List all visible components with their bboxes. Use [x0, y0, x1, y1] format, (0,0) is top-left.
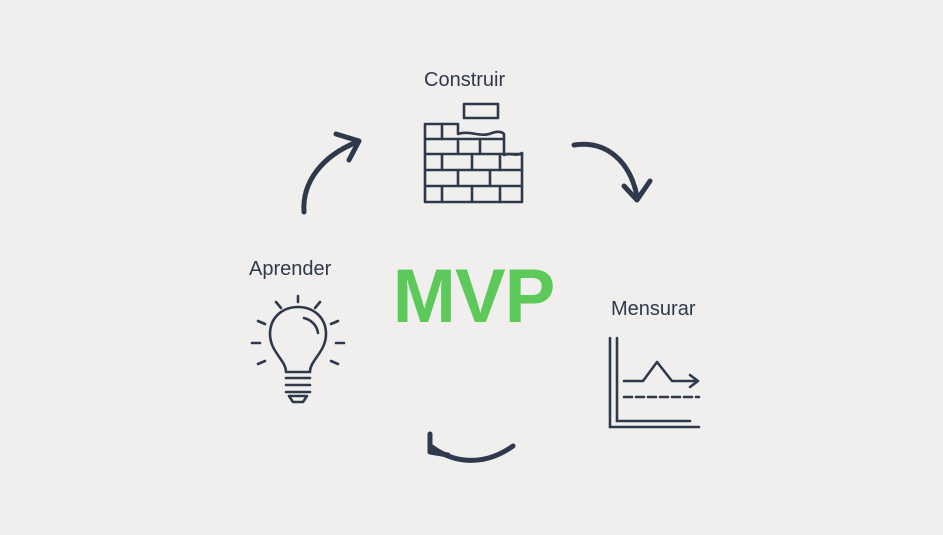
step-label-mensurar: Mensurar — [611, 298, 696, 320]
light-bulb-icon — [250, 294, 346, 404]
mvp-title: MVP — [392, 254, 556, 339]
arrow-learn-to-build — [301, 131, 362, 215]
step-label-aprender: Aprender — [249, 258, 332, 280]
step-label-construir: Construir — [424, 69, 506, 91]
brick-wall-icon — [423, 102, 524, 204]
arrow-build-to-measure — [571, 141, 653, 203]
arrow-measure-to-learn — [427, 431, 516, 463]
line-chart-icon — [608, 336, 701, 429]
